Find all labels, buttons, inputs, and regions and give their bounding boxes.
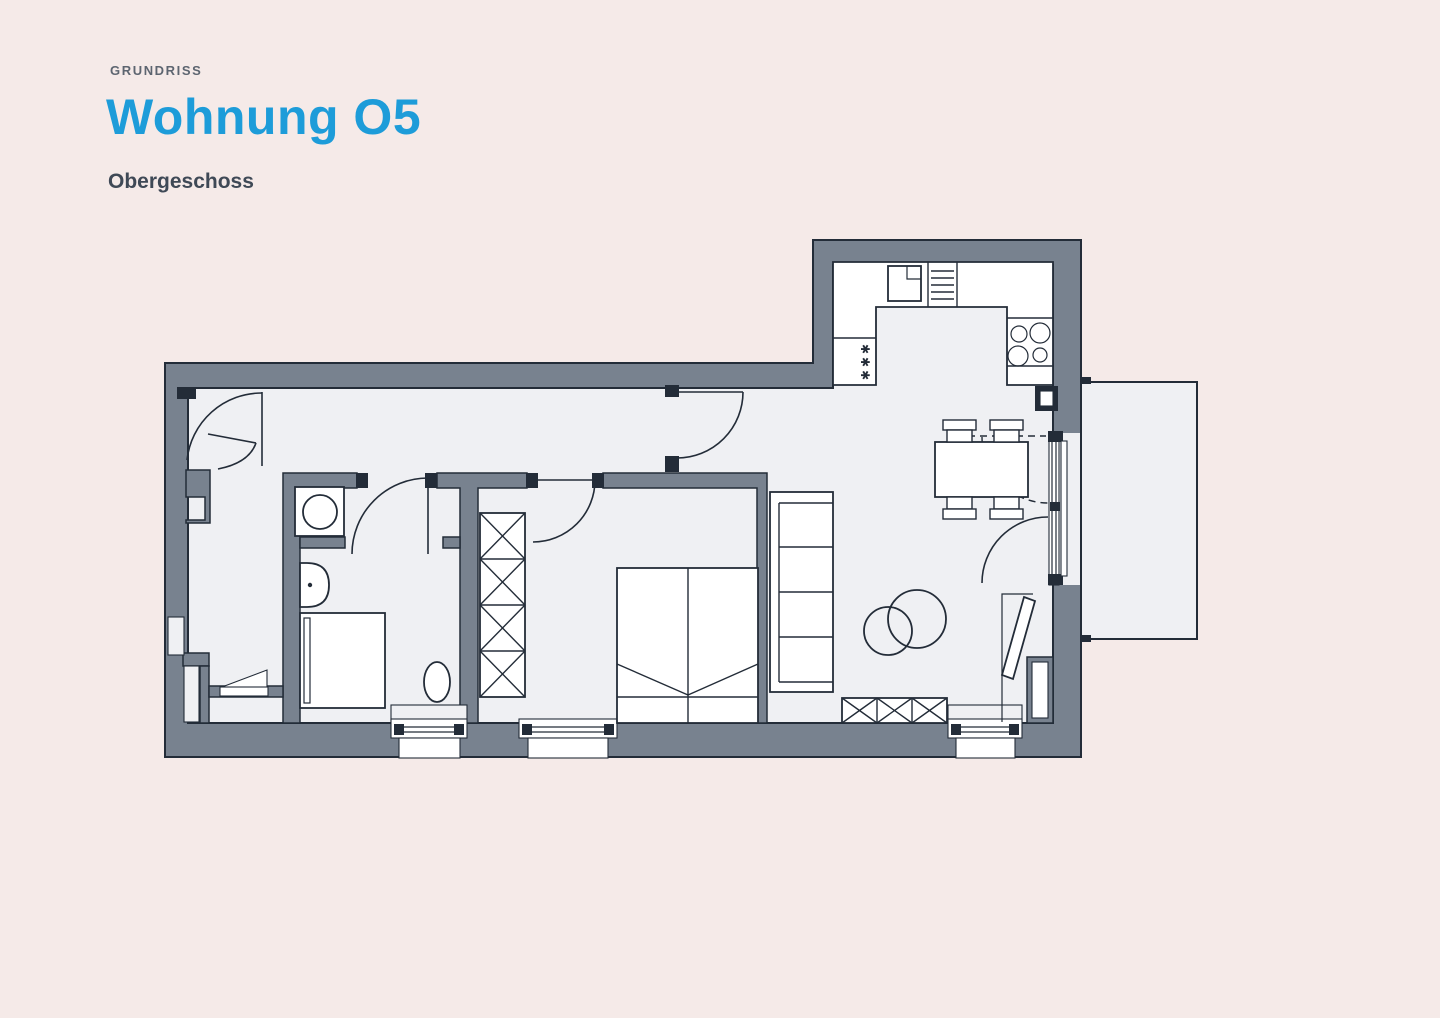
leaning-board bbox=[1000, 595, 1037, 681]
balcony-corner-tick bbox=[1081, 635, 1091, 642]
wall-stub-hall-niche bbox=[185, 469, 211, 524]
balcony-corner-tick bbox=[1081, 377, 1091, 384]
closet-cell bbox=[183, 665, 200, 723]
kitchen-pillar-core bbox=[1039, 390, 1054, 407]
bedroom-door bbox=[532, 479, 596, 543]
sideboard bbox=[841, 697, 948, 724]
dining-chair bbox=[942, 419, 977, 443]
living-room-window bbox=[947, 704, 1023, 759]
wall-kitchen-top bbox=[813, 240, 1081, 265]
wall-stub-shower bbox=[299, 536, 346, 549]
cooktop bbox=[1007, 317, 1053, 367]
jamb-bedroom-left bbox=[526, 473, 538, 488]
wall-niche-slot bbox=[167, 616, 185, 656]
dining-table bbox=[934, 441, 1029, 498]
wall-closet-top bbox=[182, 652, 210, 667]
floor-level-label: Obergeschoss bbox=[108, 170, 254, 193]
dining-area bbox=[934, 419, 1029, 520]
bathroom-window bbox=[390, 704, 468, 759]
plan-type-label: GRUNDRISS bbox=[110, 63, 203, 78]
sink bbox=[887, 265, 922, 302]
shower bbox=[299, 612, 386, 709]
washing-machine bbox=[294, 486, 345, 537]
cabinet-outline bbox=[1001, 593, 1033, 722]
balcony-door-handle bbox=[1050, 502, 1060, 511]
jamb-entrance bbox=[177, 387, 196, 399]
entrance-door bbox=[186, 392, 263, 466]
wall-top bbox=[165, 363, 833, 388]
living-room bbox=[769, 491, 1037, 724]
dishwasher bbox=[927, 262, 958, 307]
windows bbox=[390, 431, 1068, 759]
hall bbox=[219, 669, 269, 697]
page-title: Wohnung O5 bbox=[106, 89, 422, 145]
balcony-door-frame bbox=[1048, 431, 1068, 586]
freezer-stars: ✱✱✱ bbox=[858, 344, 872, 383]
jamb-living-top bbox=[665, 385, 679, 397]
doors bbox=[186, 391, 1049, 584]
outer-wall-outline bbox=[164, 239, 1082, 758]
wall-stub-toilet bbox=[442, 536, 461, 549]
dining-chair bbox=[942, 496, 977, 520]
wall-closet-side bbox=[199, 665, 210, 724]
bedroom bbox=[479, 512, 759, 724]
jamb-living-bottom bbox=[665, 456, 679, 472]
double-bed bbox=[616, 567, 759, 724]
coffee-tables bbox=[863, 589, 947, 656]
toilet bbox=[423, 661, 451, 703]
bedroom-window bbox=[518, 718, 618, 759]
wardrobe bbox=[479, 512, 526, 698]
living-room-door bbox=[676, 391, 744, 459]
stair-tread bbox=[219, 686, 269, 697]
bathroom-door bbox=[351, 477, 429, 555]
jamb-bath-left bbox=[356, 473, 368, 488]
hall-closet-door bbox=[207, 433, 257, 470]
wall-bottom bbox=[165, 723, 1081, 757]
balcony bbox=[1080, 377, 1198, 642]
bathroom bbox=[294, 486, 451, 709]
kitchen: ✱✱✱ bbox=[832, 261, 1054, 386]
jamb-bath-right bbox=[425, 473, 437, 488]
washbasin bbox=[299, 562, 330, 608]
dining-chair bbox=[989, 419, 1024, 443]
dining-chair bbox=[989, 496, 1024, 520]
wall-kitchen-left bbox=[813, 240, 833, 365]
door-jambs bbox=[177, 385, 1058, 488]
sofa bbox=[769, 491, 834, 693]
living-niche-shaft bbox=[1031, 661, 1049, 719]
